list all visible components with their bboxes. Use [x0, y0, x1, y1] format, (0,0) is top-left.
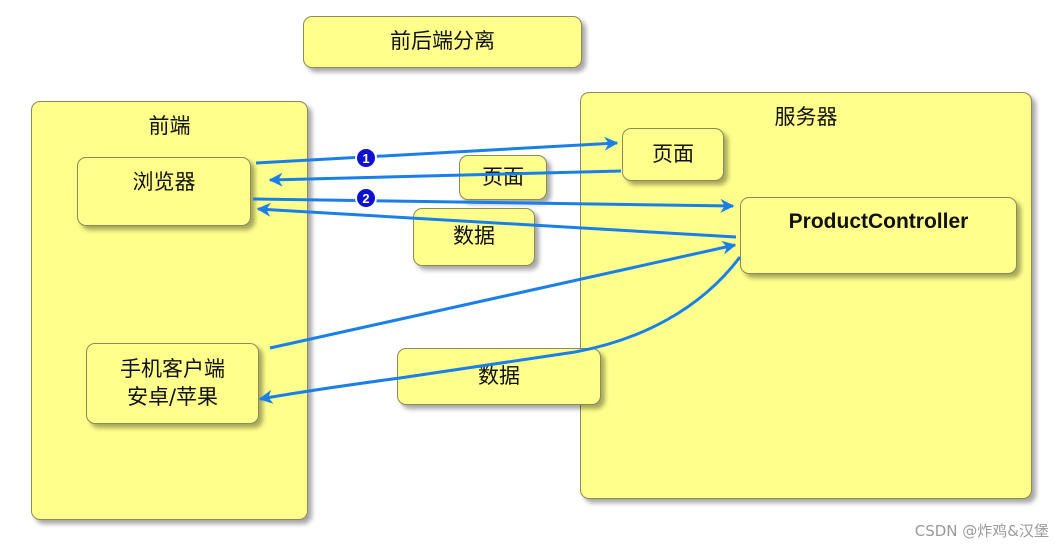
data-browser-label: 数据	[453, 224, 495, 249]
server-page-node: 页面	[622, 128, 724, 181]
mobile-client-node: 手机客户端 安卓/苹果	[86, 343, 259, 424]
arrow-mobile-to-controller	[269, 240, 737, 350]
svg-text:1: 1	[362, 151, 369, 166]
arrow-page-to-browser	[268, 169, 622, 187]
step-badge-2: 2	[355, 187, 377, 209]
arrow-browser-to-controller	[252, 197, 735, 213]
watermark: CSDN @炸鸡&汉堡	[914, 522, 1049, 540]
browser-label: 浏览器	[132, 170, 196, 194]
arrow-controller-to-mobile	[258, 256, 742, 404]
svg-text:2: 2	[362, 191, 369, 206]
server-title: 服务器	[774, 105, 838, 129]
server-page-label: 页面	[652, 141, 694, 166]
diagram-title-box: 前后端分离	[303, 16, 582, 68]
product-controller-label: ProductController	[788, 210, 969, 233]
mobile-label-line2: 安卓/苹果	[126, 384, 219, 409]
step-badge-1: 1	[355, 147, 377, 169]
arrow-controller-to-browser	[256, 202, 737, 239]
data-browser-label-box: 数据	[413, 208, 535, 266]
data-mobile-label: 数据	[478, 363, 520, 388]
server-container: 服务器	[580, 92, 1032, 499]
page-response-label-box: 页面	[459, 155, 547, 200]
mobile-label-line1: 手机客户端	[120, 357, 225, 382]
diagram-title: 前后端分离	[390, 29, 495, 54]
data-mobile-label-box: 数据	[397, 348, 601, 405]
page-response-label: 页面	[482, 164, 524, 189]
browser-node: 浏览器	[77, 157, 251, 226]
product-controller-node: ProductController	[740, 197, 1017, 274]
arrow-browser-to-page	[255, 136, 619, 165]
frontend-title: 前端	[148, 114, 191, 138]
